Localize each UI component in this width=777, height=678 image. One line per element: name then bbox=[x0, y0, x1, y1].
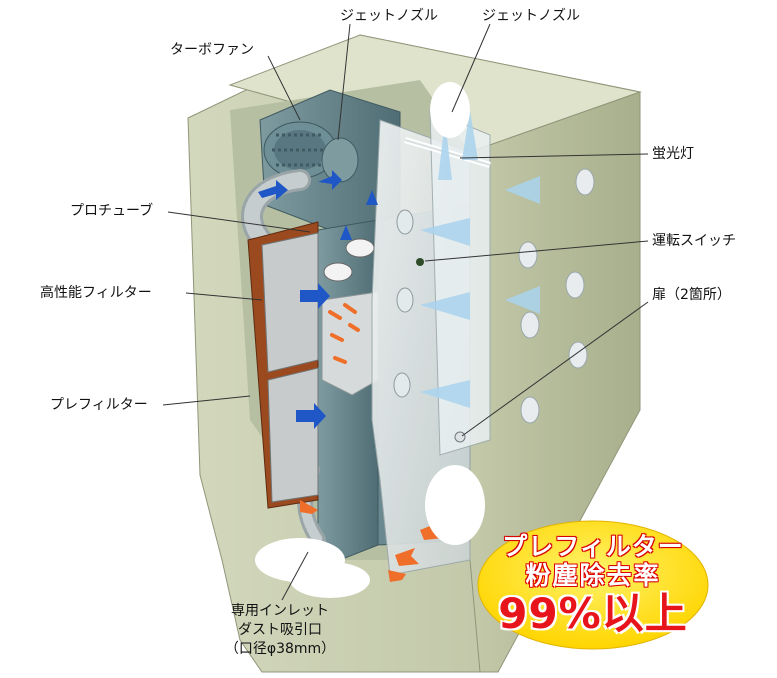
label-inlet-line1: 専用インレット bbox=[231, 603, 329, 619]
label-jet-nozzle-2: ジェットノズル bbox=[482, 8, 580, 24]
dust-cloud bbox=[255, 82, 485, 598]
label-pre-filter: プレフィルター bbox=[50, 397, 148, 413]
label-fluorescent-lamp: 蛍光灯 bbox=[652, 146, 694, 162]
badge-line1: プレフィルター bbox=[502, 532, 684, 561]
cabinet-side-panel bbox=[469, 91, 641, 673]
label-dust-inlet: 専用インレット ダスト吸引口 （口径φ38mm） bbox=[205, 602, 355, 659]
badge-line3: 99%以上 bbox=[498, 589, 688, 638]
label-inlet-line2: ダスト吸引口 bbox=[238, 622, 322, 638]
label-turbo-fan: ターボファン bbox=[170, 42, 254, 58]
label-door: 扉（2箇所） bbox=[652, 287, 731, 303]
efficiency-badge: プレフィルター 粉塵除去率 99%以上 bbox=[478, 523, 708, 647]
efficiency-badge-background bbox=[477, 520, 709, 650]
label-pro-tube: プロチューブ bbox=[70, 203, 154, 219]
leader-lines bbox=[162, 23, 649, 601]
airflow-arrows bbox=[258, 170, 378, 429]
label-hepa-filter: 高性能フィルター bbox=[40, 285, 152, 301]
label-run-switch: 運転スイッチ bbox=[652, 233, 736, 249]
pro-tube bbox=[241, 169, 311, 251]
badge-line2: 粉塵除去率 bbox=[525, 561, 661, 590]
label-inlet-line3: （口径φ38mm） bbox=[224, 641, 336, 657]
label-jet-nozzle-1: ジェットノズル bbox=[340, 8, 438, 24]
air-jets bbox=[420, 110, 540, 408]
